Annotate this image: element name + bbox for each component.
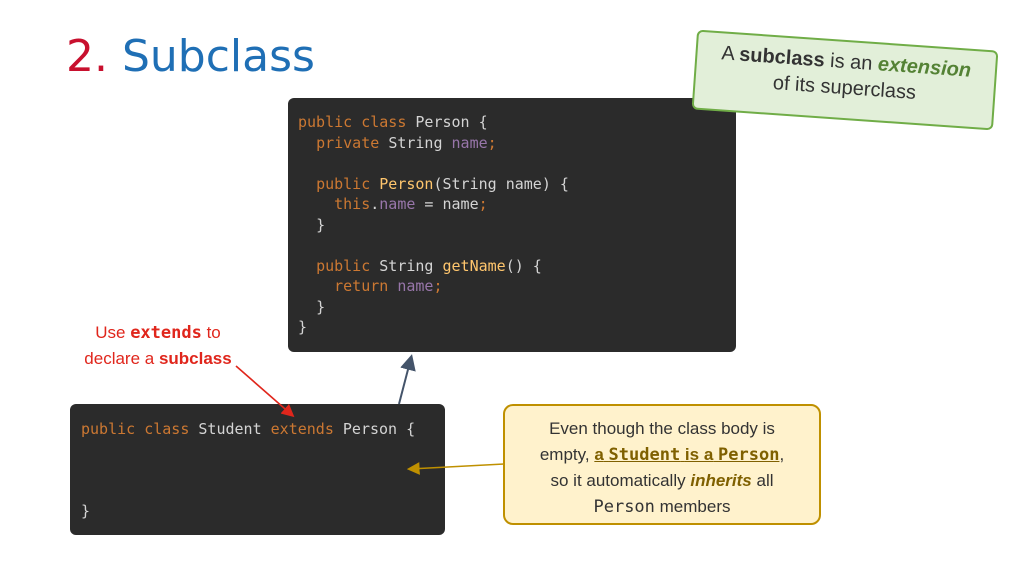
note-text: a <box>594 444 604 464</box>
annotation-keyword: extends <box>130 323 202 343</box>
code-brace: } <box>316 215 326 234</box>
code-params: (String name) { <box>433 174 569 193</box>
note-text: empty, <box>539 444 590 464</box>
annotation-text: declare a <box>84 349 155 368</box>
code-keyword: class <box>144 420 190 438</box>
note-code: Person <box>593 496 655 517</box>
code-params: () { <box>505 256 542 275</box>
code-brace: { <box>478 113 488 131</box>
empty-body-pointer-arrow <box>406 462 505 475</box>
code-brace: } <box>316 297 326 316</box>
code-parent-class: Person { <box>342 420 416 438</box>
code-semicolon: ; <box>433 277 443 295</box>
student-class-code-block: public class Student extends Person {} <box>70 404 445 535</box>
code-keyword: this <box>334 195 371 213</box>
code-keyword: public <box>316 174 371 193</box>
annotation-text: to <box>206 323 221 342</box>
note-text: members <box>659 496 731 516</box>
code-class-name: Student <box>198 420 262 438</box>
inheritance-note: Even though the class body is empty, a S… <box>503 404 821 525</box>
inheritance-arrow <box>398 354 416 405</box>
note-text: so it automatically <box>550 471 686 490</box>
code-constructor: Person <box>379 174 434 193</box>
note-text: all <box>756 471 774 490</box>
note-code: Person <box>718 444 780 465</box>
code-keyword: private <box>316 133 380 152</box>
code-keyword: class <box>361 113 407 131</box>
code-brace: } <box>81 502 91 520</box>
note-code: Student <box>608 444 681 465</box>
title-text: Subclass <box>121 31 315 82</box>
title-number: 2. <box>66 31 108 82</box>
code-type: String <box>379 256 434 275</box>
person-class-code-block: public class Person { private String nam… <box>288 98 736 352</box>
code-semicolon: ; <box>487 133 497 152</box>
code-brace: } <box>298 318 308 336</box>
code-field: name <box>397 277 434 295</box>
code-keyword: return <box>334 277 389 295</box>
slide-title: 2. Subclass <box>66 30 315 84</box>
code-extends-keyword: extends <box>270 420 334 438</box>
code-dot: . <box>370 195 380 213</box>
annotation-text: Use <box>95 323 126 342</box>
code-method-name: getName <box>442 256 506 275</box>
code-field: name <box>379 195 416 213</box>
note-text: is a <box>684 444 714 464</box>
code-assign: = name <box>415 195 479 213</box>
note-text: Even though the class body is <box>549 419 775 438</box>
code-keyword: public <box>316 256 371 275</box>
code-class-name: Person <box>415 113 470 131</box>
is-a-relationship: a Student is a Person <box>594 444 780 465</box>
code-keyword: public <box>81 420 136 438</box>
code-type: String <box>388 133 443 152</box>
code-semicolon: ; <box>478 195 488 213</box>
code-field: name <box>451 133 488 152</box>
note-emphasis-term: inherits <box>690 471 752 490</box>
code-keyword: public <box>298 113 353 131</box>
extends-pointer-arrow <box>235 365 295 418</box>
extends-annotation: Use extends to declare a subclass <box>60 320 256 372</box>
note-text: , <box>779 444 785 464</box>
annotation-bold-term: subclass <box>158 349 232 368</box>
